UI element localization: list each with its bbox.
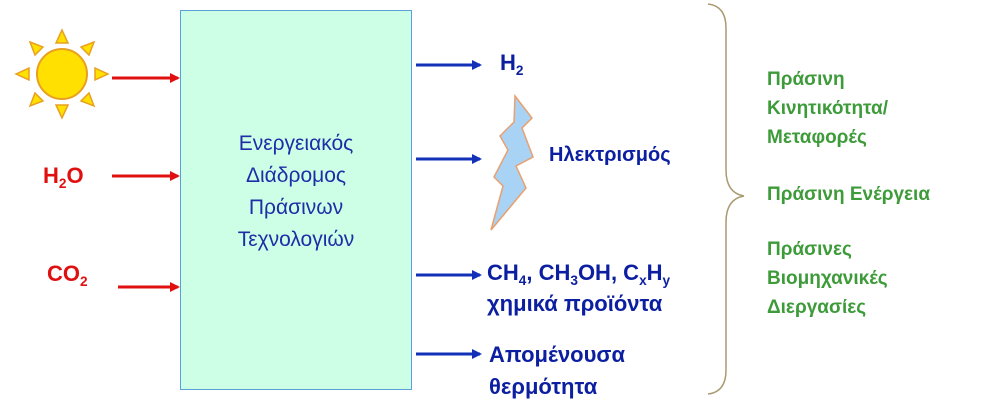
h2o-label: H2O: [43, 163, 84, 191]
sun-icon: [14, 28, 110, 120]
heat-label-line-1: Απομένουσα: [489, 342, 625, 367]
box-line-2: Διάδρομος: [245, 164, 347, 187]
benefit-green-energy: Πράσινη Ενέργεια: [767, 184, 930, 205]
box-line-3: Πράσινων: [248, 196, 344, 219]
lightning-icon: [490, 93, 534, 231]
co2-label: CO2: [47, 261, 88, 289]
energy-corridor-label: Ενεργειακός Διάδρομος Πράσινων Τεχνολογι…: [180, 128, 412, 256]
box-line-4: Τεχνολογιών: [237, 228, 355, 251]
electricity-label: Ηλεκτρισμός: [549, 144, 671, 166]
chemicals-formula-label: CH4, CH3OH, CxHy: [487, 260, 671, 288]
curly-brace: [707, 3, 745, 395]
box-line-1: Ενεργειακός: [238, 132, 354, 155]
heat-label-line-2: θερμότητα: [489, 374, 598, 399]
h2-label: H2: [500, 50, 524, 78]
benefit-green-industrial-processes: Πράσινες Βιομηχανικές Διεργασίες: [767, 239, 888, 318]
benefit-green-mobility: Πράσινη Κινητικότητα/ Μεταφορές: [767, 69, 888, 148]
energy-corridor-box: [180, 10, 412, 390]
chemicals-products-label: χημικά προϊόντα: [487, 291, 663, 316]
